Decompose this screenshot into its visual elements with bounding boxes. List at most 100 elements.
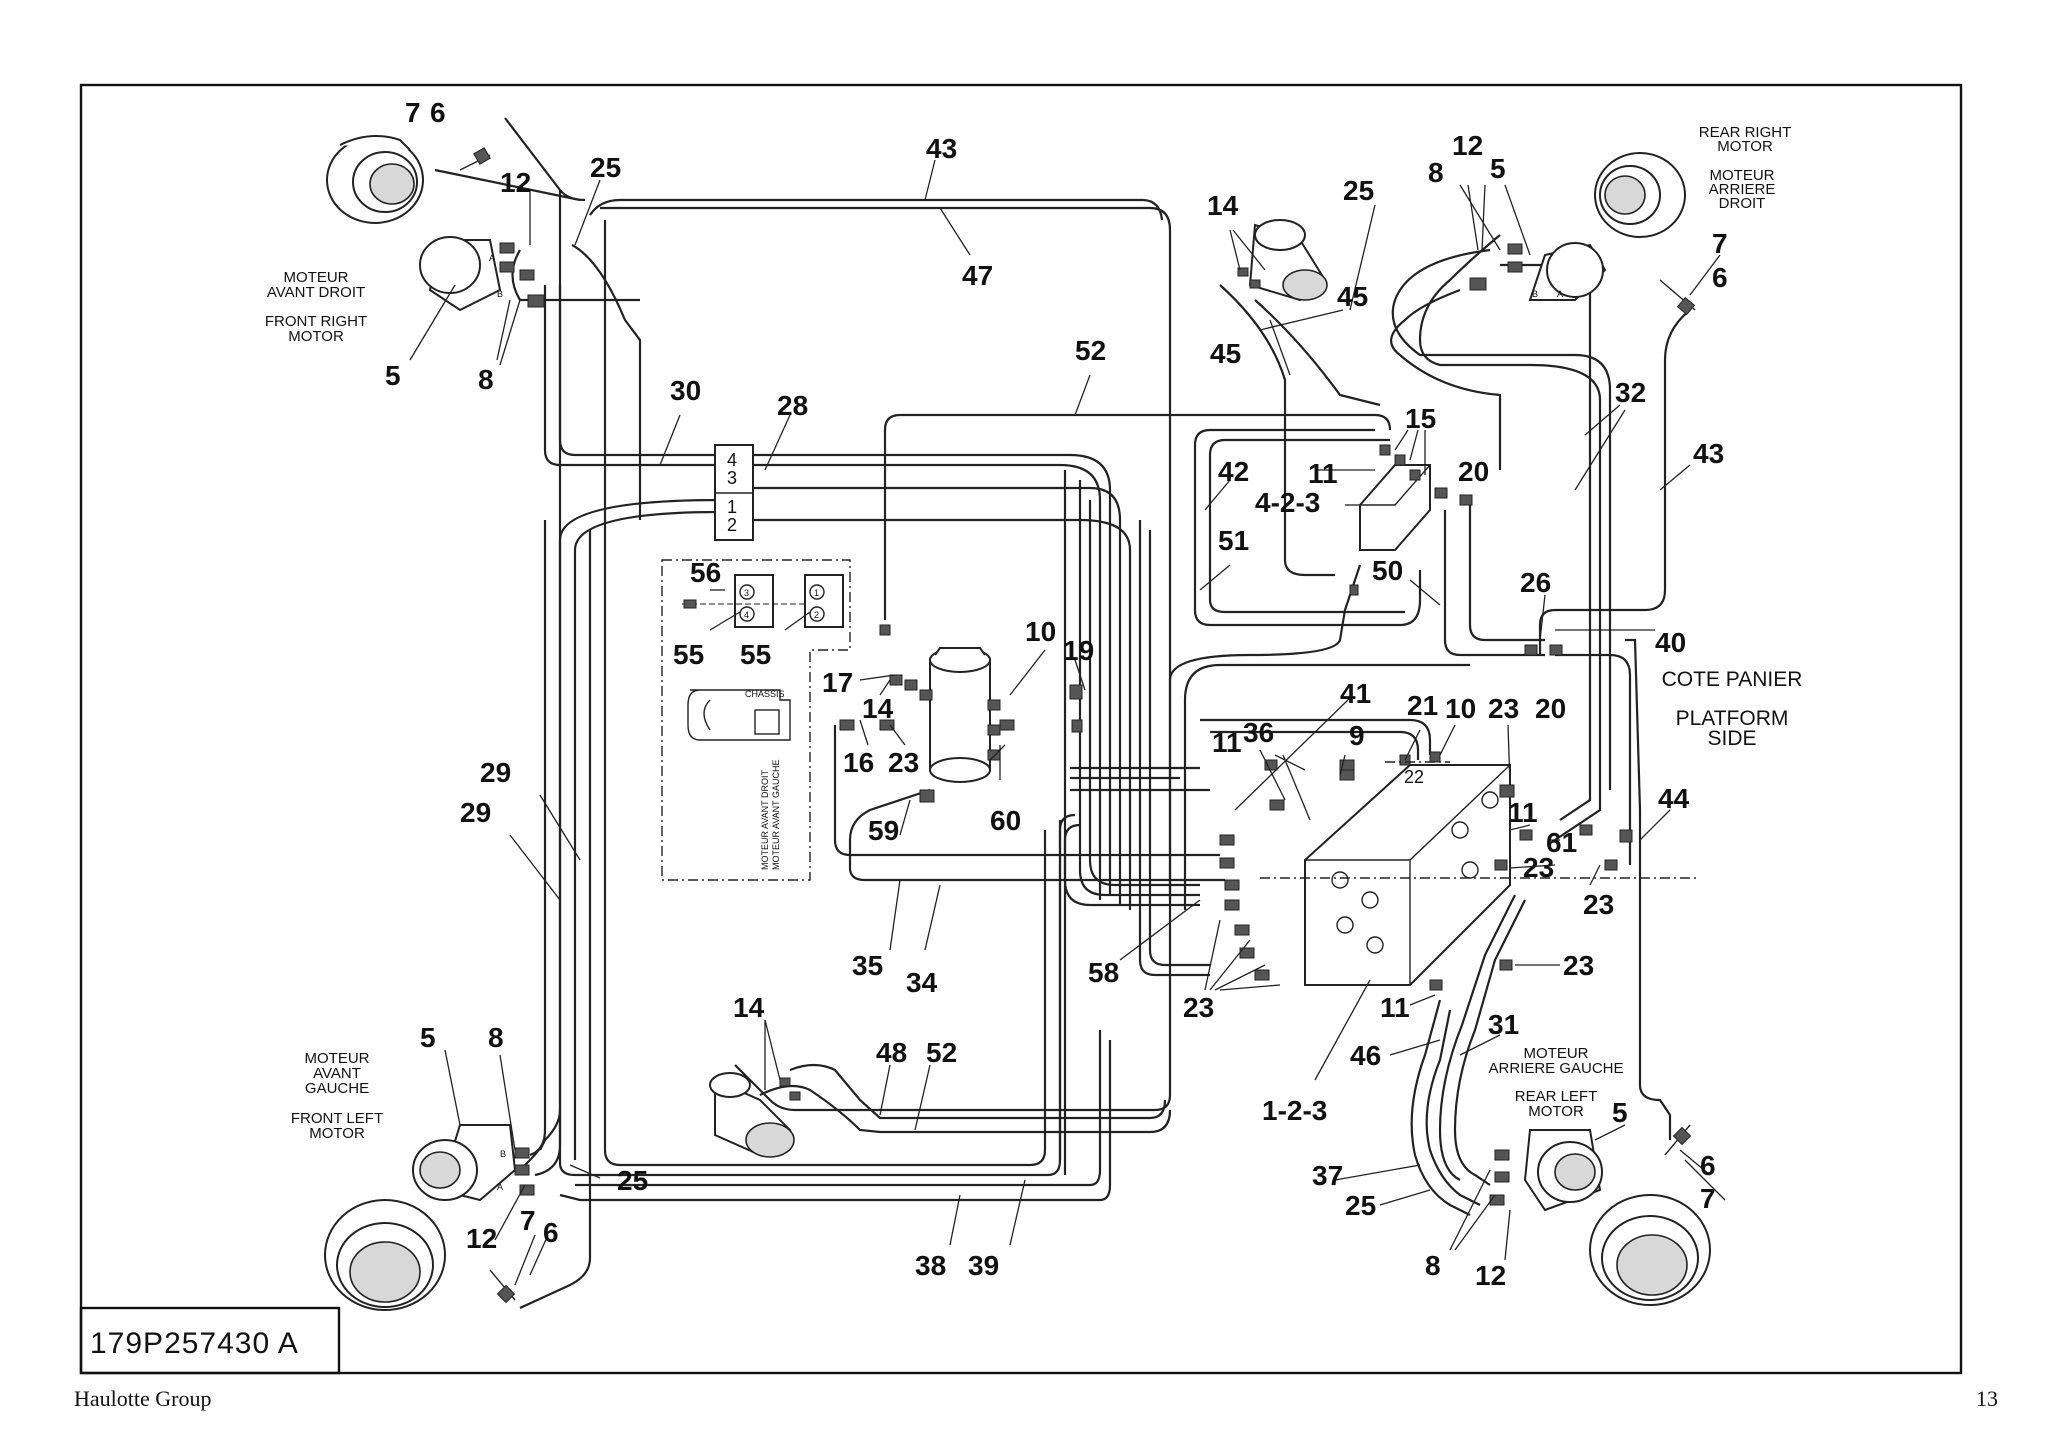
callout: 7 [405, 97, 421, 128]
callout: 52 [926, 1037, 957, 1068]
callout: 21 [1407, 690, 1438, 721]
footer-company: Haulotte Group [74, 1386, 212, 1411]
callout: 4-2-3 [1255, 487, 1320, 518]
callout: 14 [1207, 190, 1239, 221]
callout: 26 [1520, 567, 1551, 598]
callout: 29 [460, 797, 491, 828]
callout: 23 [1523, 852, 1554, 883]
callout: 36 [1243, 717, 1274, 748]
inset-box-left-bottom: 4 [744, 610, 749, 620]
callout: 35 [852, 950, 883, 981]
callout: 5 [420, 1022, 436, 1053]
main-manifold [1219, 764, 1511, 986]
callout: 7 [520, 1205, 536, 1236]
callout: 12 [500, 167, 531, 198]
callout: 12 [1452, 130, 1483, 161]
top-cylinder [1237, 219, 1328, 302]
callout: 19 [1063, 635, 1094, 666]
callout: 9 [1349, 720, 1365, 751]
callout: 39 [968, 1250, 999, 1281]
callout: 8 [1428, 157, 1444, 188]
rear-left-motor [1489, 1129, 1603, 1212]
callout: 7 [1700, 1183, 1716, 1214]
callout: 8 [478, 364, 494, 395]
port-label-a-fl: A [497, 1182, 503, 1192]
callout: 31 [1488, 1009, 1519, 1040]
inset-box-left-top: 3 [744, 588, 749, 598]
port-label-b-fl: B [500, 1149, 506, 1159]
callout: 29 [480, 757, 511, 788]
callout: 6 [1700, 1150, 1716, 1181]
hose-routing [434, 117, 1691, 1309]
callout: 23 [1583, 889, 1614, 920]
inset-line2: MOTEUR AVANT GAUCHE [771, 759, 781, 870]
callout: 23 [1563, 950, 1594, 981]
callout: 41 [1340, 678, 1371, 709]
front-left-motor: B A [412, 1124, 535, 1202]
callout: 12 [1475, 1260, 1506, 1291]
callout: 10 [1445, 693, 1476, 724]
pump-tank [904, 647, 1001, 783]
front-right-wheel [326, 135, 491, 224]
callout: 25 [1343, 175, 1374, 206]
chassis-inset: 3 4 1 2 CHASSIS MOTEUR AVANT DROIT MOTEU… [682, 574, 844, 870]
callout: 20 [1535, 693, 1566, 724]
chassis-inset-outline [661, 559, 851, 881]
callout: 37 [1312, 1160, 1343, 1191]
callout: 46 [1350, 1040, 1381, 1071]
callout: 55 [673, 639, 704, 670]
port-label-b: B [497, 289, 503, 299]
inset-box-right-top: 1 [814, 588, 819, 598]
title-box [79, 1306, 341, 1375]
callout: 50 [1372, 555, 1403, 586]
callout: 52 [1075, 335, 1106, 366]
page-number: 13 [1976, 1386, 1998, 1411]
rear-right-wheel [1594, 152, 1696, 316]
port-label-a: A [489, 253, 495, 263]
callout: 43 [926, 133, 957, 164]
callout: 7 [1712, 228, 1728, 259]
front-right-motor: A B [419, 236, 545, 312]
center-guides [1260, 761, 1700, 879]
callout: 1-2-3 [1262, 1095, 1327, 1126]
bottom-cylinder [709, 1072, 801, 1158]
callout: 58 [1088, 957, 1119, 988]
callout: 59 [868, 815, 899, 846]
drawing-number: 179P257430 A [90, 1327, 299, 1360]
leader-lines [409, 159, 1726, 1286]
callouts: 7 6 12 25 43 47 5 8 30 28 52 14 25 45 45… [385, 97, 1728, 1291]
callout: 23 [1488, 693, 1519, 724]
callout: 42 [1218, 456, 1249, 487]
front-left-wheel [324, 1199, 516, 1311]
callout: 8 [488, 1022, 504, 1053]
callout: 5 [385, 360, 401, 391]
callout: 48 [876, 1037, 907, 1068]
callout: 45 [1210, 338, 1241, 369]
callout: 20 [1458, 456, 1489, 487]
secondary-manifold [1359, 444, 1473, 551]
callout: 47 [962, 260, 993, 291]
callout: 25 [617, 1165, 648, 1196]
callout: 28 [777, 390, 808, 421]
callout: 6 [430, 97, 446, 128]
inset-line1: MOTEUR AVANT DROIT [760, 769, 770, 870]
rear-right-motor: A B [1469, 242, 1607, 301]
callout: 45 [1337, 281, 1368, 312]
callout: 10 [1025, 616, 1056, 647]
callout: 11 [1508, 797, 1538, 828]
port-label-b-rr: B [1532, 289, 1538, 299]
drawing-frame [79, 83, 1963, 1375]
callout: 11 [1380, 992, 1410, 1023]
port-label-a-rr: A [1557, 289, 1563, 299]
callout: 25 [590, 152, 621, 183]
callout: 55 [740, 639, 771, 670]
